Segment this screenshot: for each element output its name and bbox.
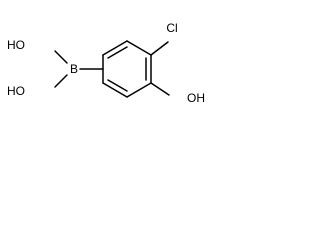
- chemical-structure: B HO HO Cl OH: [7, 21, 205, 105]
- ring-bonds: [102, 40, 152, 98]
- ring-bond-1: [102, 40, 128, 56]
- ring-bond-5: [102, 82, 128, 98]
- chloro-label: Cl: [166, 21, 177, 35]
- ring-bond-2: [126, 40, 152, 56]
- boron-oh-lower-bond: [54, 74, 68, 88]
- boron-label: B: [70, 62, 78, 76]
- chloro-bond: [150, 41, 169, 56]
- ring-bond-4: [126, 82, 152, 98]
- ring-double-bond-inner-1: [107, 46, 128, 59]
- substituent-bonds: [54, 41, 170, 96]
- boron-oh-upper-bond: [54, 50, 68, 64]
- atom-labels: B HO HO Cl OH: [7, 21, 205, 105]
- hydroxy-lower-left-label: HO: [7, 84, 25, 98]
- hydroxy-bond: [150, 82, 170, 96]
- hydroxy-right-label: OH: [187, 91, 205, 105]
- ring-double-bond-inner-3: [107, 79, 128, 92]
- hydroxy-upper-left-label: HO: [7, 38, 25, 52]
